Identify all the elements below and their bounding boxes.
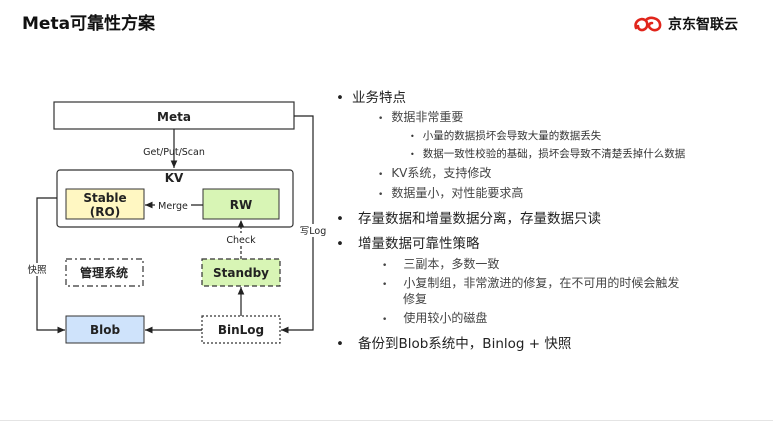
footer-divider — [0, 420, 773, 421]
bullet-item: •存量数据和增量数据分离，存量数据只读 — [336, 211, 601, 227]
stable-label: Stable — [83, 191, 126, 205]
bullet-item: •数据量小，对性能要求高 — [378, 186, 524, 200]
page-title: Meta可靠性方案 — [22, 14, 156, 34]
rw-label: RW — [230, 198, 252, 212]
rw-box — [202, 188, 280, 220]
snapshot-label: 快照 — [27, 264, 47, 276]
stable-ro-box — [65, 188, 145, 220]
bullet-item: •增量数据可靠性策略 — [336, 236, 480, 252]
mgmt-system-box — [65, 258, 144, 287]
get-put-scan-label: Get/Put/Scan — [143, 147, 205, 158]
merge-label: Merge — [158, 201, 188, 212]
bullet-item: •三副本，多数一致 — [382, 257, 500, 271]
ro-label: (RO) — [90, 205, 120, 219]
blob-label: Blob — [90, 323, 121, 337]
bullet-item: •数据非常重要 — [378, 110, 464, 124]
brand-logo: 京东智联云 — [632, 12, 738, 36]
standby-label: Standby — [213, 266, 269, 280]
meta-label: Meta — [157, 110, 191, 124]
mgmt-system-label: 管理系统 — [80, 265, 128, 280]
brand-name: 京东智联云 — [668, 17, 738, 33]
meta-box — [53, 101, 295, 130]
bullet-item: •业务特点 — [336, 90, 406, 106]
bullet-item: •小复制组，非常激进的修复，在不可用的时候会触发 — [382, 276, 680, 290]
bullet-item: •KV系统，支持修改 — [378, 166, 492, 180]
write-log-label: 写Log — [300, 226, 326, 237]
write-log-arrow — [281, 115, 314, 334]
jd-cloud-logo-icon — [634, 16, 662, 32]
standby-box — [201, 258, 281, 287]
bullet-item: •使用较小的磁盘 — [382, 311, 488, 325]
bullet-item-continuation: 修复 — [403, 292, 428, 306]
binlog-label: BinLog — [218, 323, 264, 337]
bullet-item: •备份到Blob系统中，Binlog + 快照 — [336, 336, 572, 352]
kv-label: KV — [165, 171, 184, 185]
blob-box — [65, 315, 145, 344]
check-label: Check — [226, 235, 256, 246]
bullet-item: •小量的数据损坏会导致大量的数据丢失 — [410, 130, 602, 142]
bullet-item: •数据一致性校验的基础，损坏会导致不清楚丢掉什么数据 — [410, 148, 686, 160]
